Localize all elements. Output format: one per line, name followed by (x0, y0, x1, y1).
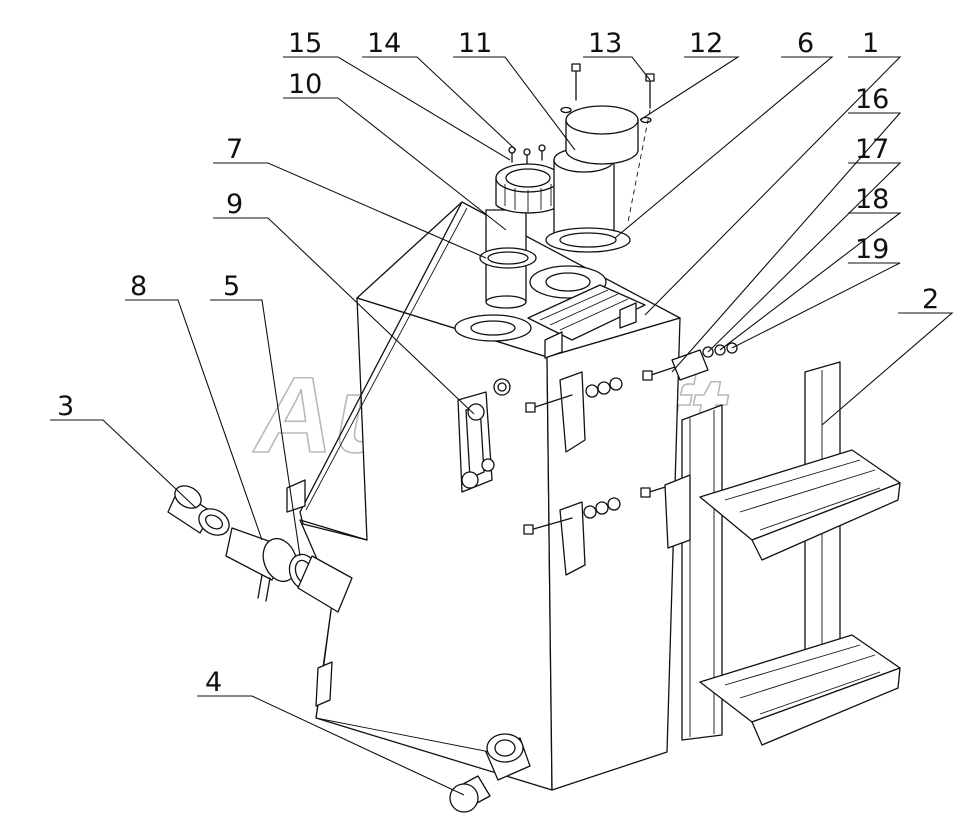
sight-gauge (457, 378, 511, 493)
callout-1: 1 (862, 28, 879, 59)
callout-15: 15 (288, 28, 322, 59)
callout-10: 10 (288, 69, 322, 100)
callout-6: 6 (797, 28, 814, 59)
leader-lines (50, 56, 954, 796)
callout-17: 17 (855, 134, 889, 165)
callout-3: 3 (57, 391, 74, 422)
level-sensor-assembly (545, 63, 655, 253)
callout-2: 2 (922, 284, 939, 315)
tank-back-edge (299, 201, 463, 513)
callout-18: 18 (855, 184, 889, 215)
drain-fitting (449, 733, 531, 813)
callout-12: 12 (689, 28, 723, 59)
top-flange-plates (454, 265, 646, 359)
callout-labels: 15 14 11 13 12 6 1 10 16 7 17 9 18 19 8 … (57, 28, 939, 698)
filler-pipe-assembly (479, 144, 561, 309)
hose-fittings (167, 485, 353, 613)
callout-14: 14 (367, 28, 401, 59)
callout-13: 13 (588, 28, 622, 59)
side-brackets (523, 361, 691, 576)
callout-8: 8 (130, 271, 147, 302)
callout-16: 16 (855, 84, 889, 115)
tank-body (286, 201, 681, 791)
step-ladder (664, 342, 901, 746)
callout-4: 4 (205, 667, 222, 698)
callout-19: 19 (855, 234, 889, 265)
callout-5: 5 (223, 271, 240, 302)
callout-9: 9 (226, 189, 243, 220)
callout-7: 7 (226, 134, 243, 165)
callout-11: 11 (458, 28, 492, 59)
